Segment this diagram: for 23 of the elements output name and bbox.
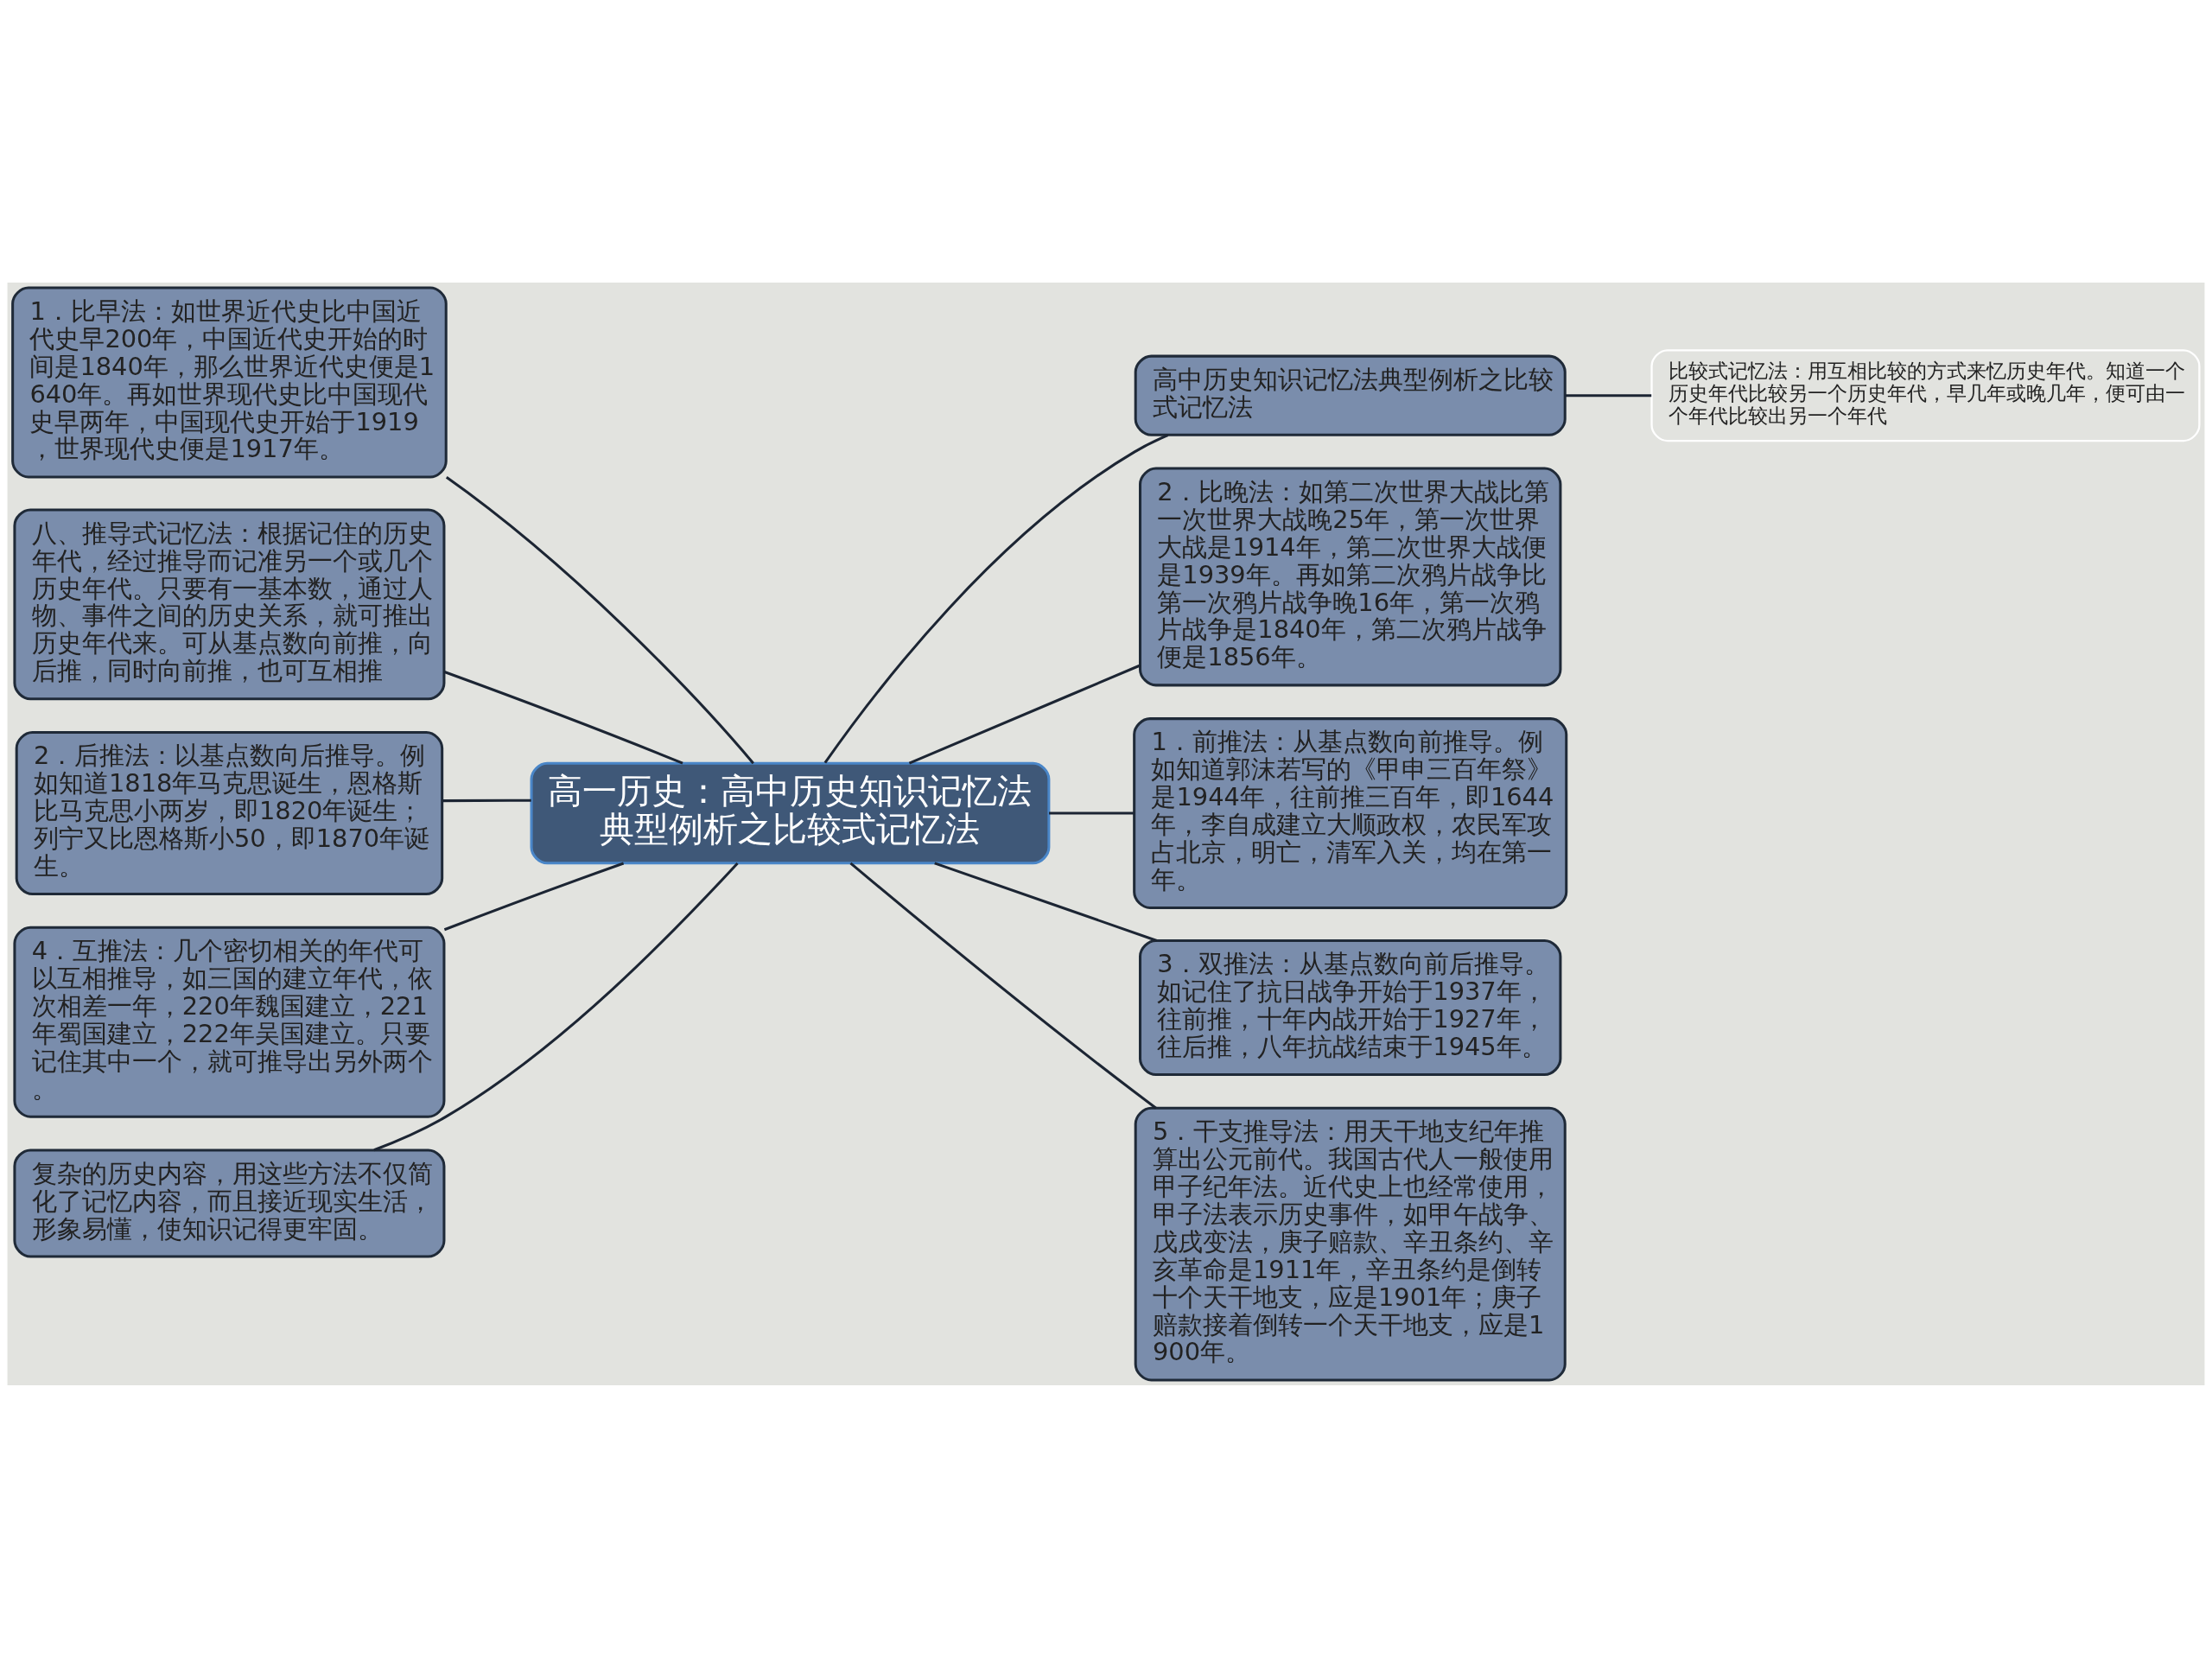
connector [908, 664, 1141, 765]
connector [373, 862, 739, 1151]
node-box: 5．干支推导法：用天干地支纪年推算出公元前代。我国古代人一般使用甲子纪年法。近代史上也经常使用，甲子法表示历史事件，如甲午战争、戊戌变法，庚子赔款、辛丑条约、辛亥革命是1911年，辛丑条约是倒转十个天干地支，应是1901年；庚子赔款接着倒转一个天干地支，应是1900年。 [1134, 1106, 1567, 1381]
node-box: 八、推导式记忆法：根据记住的历史年代，经过推导而记准另一个或几个历史年代。只要有一基本数，通过人物、事件之间的历史关系，就可推出历史年代来。可从基点数向前推，向后推，同时向前推，也可互相推 [13, 507, 446, 700]
node-box: 4．互推法：几个密切相关的年代可以互相推导，如三国的建立年代，依次相差一年，220年魏国建立，221年蜀国建立，222年吴国建立。只要记住其中一个，就可推导出另外两个。 [13, 926, 446, 1118]
connector [442, 799, 531, 802]
connector [849, 862, 1157, 1109]
node-box: 3．双推法：从基点数向前后推导。如记住了抗日战争开始于1937年，往前推，十年内战开始于1927年，往后推，八年抗战结束于1945年。 [1139, 938, 1562, 1076]
connector [823, 433, 1169, 764]
connector [1565, 393, 1652, 397]
node-box: 高中历史知识记忆法典型例析之比较式记忆法 [1134, 354, 1567, 436]
connector [443, 862, 625, 931]
connector [1049, 811, 1135, 815]
node-box: 2．后推法：以基点数向后推导。例如知道1818年马克思诞生，恩格斯比马克思小两岁，即1820年诞生；列宁又比恩格斯小50，即1870年诞生。 [15, 730, 444, 895]
node-box: 1．比早法：如世界近代史比中国近代史早200年，中国近代史开始的时间是1840年，那么世界近代史便是1640年。再如世界现代史比中国现代史早两年，中国现代史开始于1919，世界现代史便是1917年。 [11, 286, 448, 478]
connector [443, 670, 683, 765]
node-box: 比较式记忆法：用互相比较的方式来忆历史年代。知道一个历史年代比较另一个历史年代，早几年或晚几年，便可由一个年代比较出另一个年代 [1650, 348, 2201, 442]
node-box: 2．比晚法：如第二次世界大战比第一次世界大战晚25年，第一次世界大战是1914年，第二次世界大战便是1939年。再如第二次鸦片战争比第一次鸦片战争晚16年，第一次鸦片战争是1840年，第二次鸦片战争便是1856年。 [1139, 467, 1562, 686]
node-box: 1．前推法：从基点数向前推导。例如知道郭沫若写的《甲申三百年祭》是1944年，往前推三百年，即1644年，李自成建立大顺政权，农民军攻占北京，明亡，清军入关，均在第一年。 [1133, 716, 1568, 909]
connector [445, 475, 754, 764]
node-box: 高一历史：高中历史知识记忆法典型例析之比较式记忆法 [530, 761, 1051, 864]
connector [934, 861, 1158, 942]
node-box: 复杂的历史内容，用这些方法不仅简化了记忆内容，而且接近现实生活，形象易懂，使知识记得更牢固。 [13, 1148, 446, 1258]
